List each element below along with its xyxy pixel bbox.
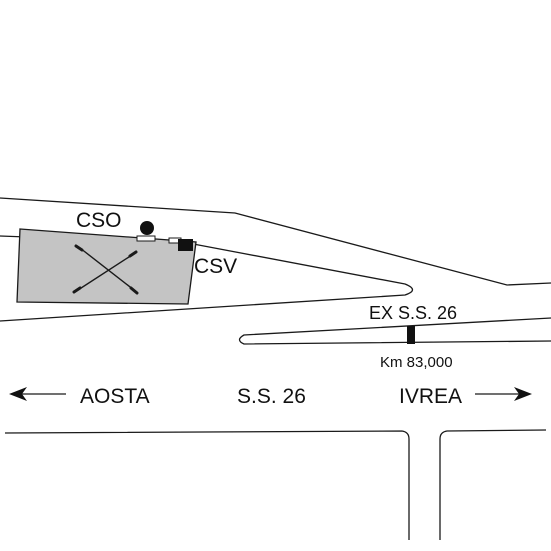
cso-label: CSO	[76, 209, 122, 232]
km-marker-post	[407, 326, 415, 344]
arrow-right-icon	[475, 387, 532, 401]
upper-road-north-edge	[0, 197, 551, 286]
east-destination-label: IVREA	[399, 385, 462, 408]
csv-label: CSV	[194, 255, 237, 278]
main-road-south-edge-west	[4, 430, 410, 540]
arrow-left-icon	[9, 387, 66, 401]
entrance-box	[136, 235, 156, 242]
filled-square-icon	[178, 239, 193, 251]
main-road-south-edge-east	[439, 429, 547, 540]
ex-road-label: EX S.S. 26	[369, 303, 457, 323]
crossed-tools-icon	[72, 244, 139, 295]
road-name-label: S.S. 26	[237, 385, 306, 408]
filled-circle-icon	[140, 221, 154, 235]
upper-road-south-edge	[0, 235, 414, 322]
west-destination-label: AOSTA	[80, 385, 150, 408]
km-marker-label: Km 83,000	[380, 354, 453, 371]
road-divider	[238, 317, 551, 345]
